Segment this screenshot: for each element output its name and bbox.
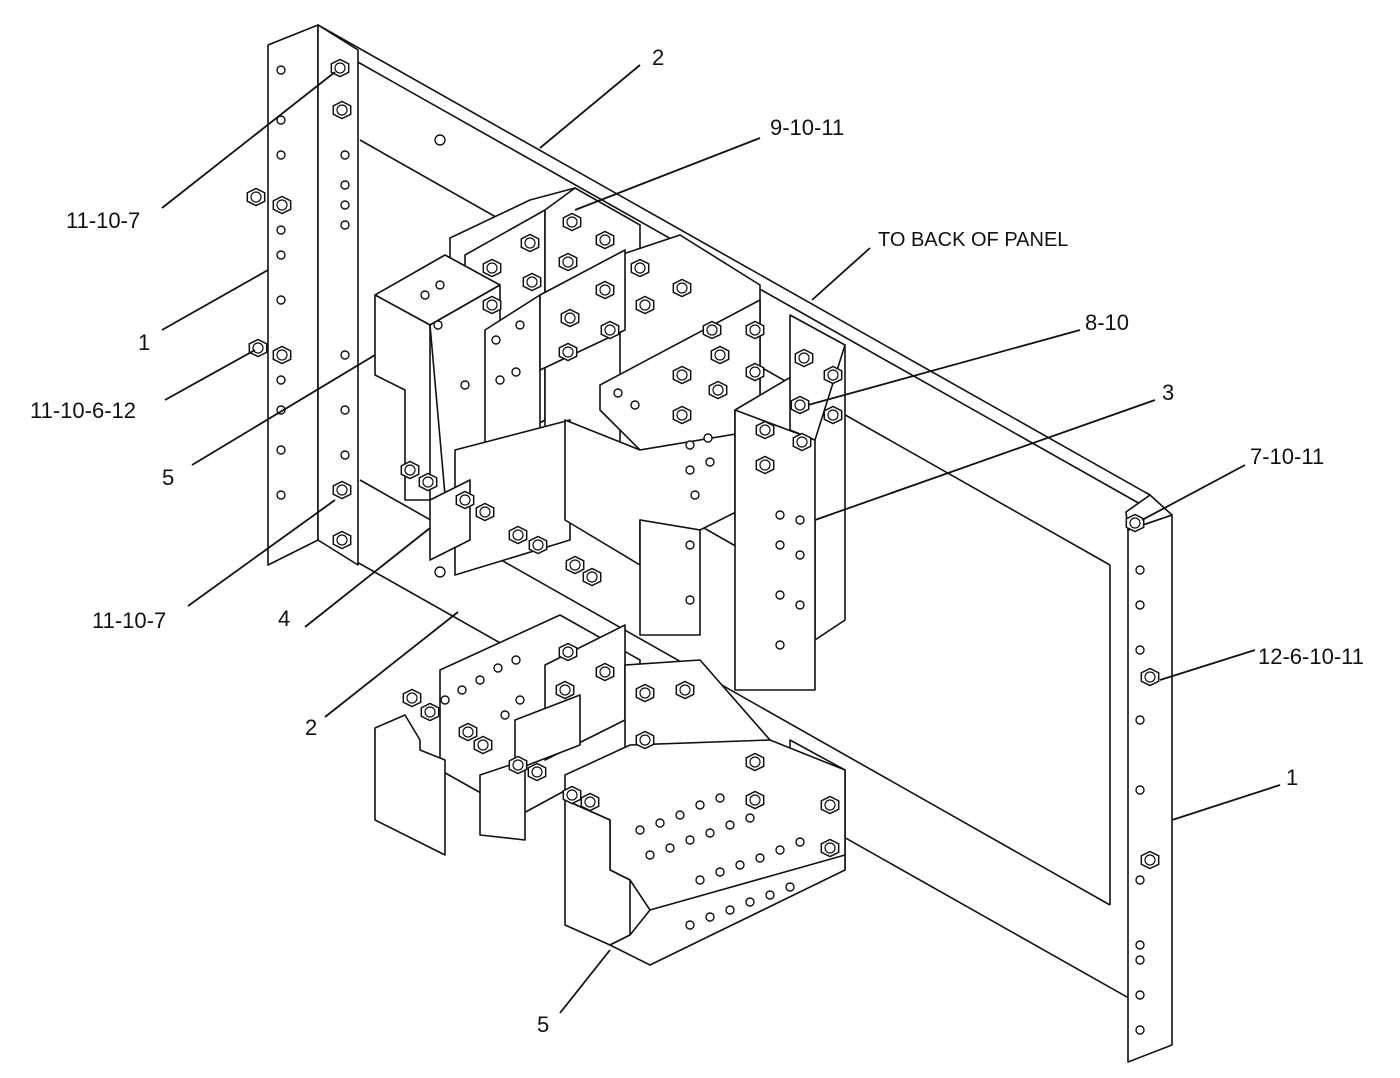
hex-nut-icon bbox=[672, 405, 692, 425]
hex-nut-icon bbox=[635, 730, 655, 750]
hex-nut-icon bbox=[562, 212, 582, 232]
hex-nut-icon bbox=[595, 662, 615, 682]
hex-nut-icon bbox=[710, 345, 730, 365]
callout-item-4: 4 bbox=[278, 606, 290, 631]
callout-12-6-10-11: 12-6-10-11 bbox=[1258, 644, 1364, 669]
lower-bus-assembly bbox=[374, 614, 846, 966]
hex-nut-icon bbox=[630, 258, 650, 278]
hex-nut-icon bbox=[418, 472, 438, 492]
hex-nut-icon bbox=[675, 680, 695, 700]
hex-nut-icon bbox=[458, 722, 478, 742]
callout-item-5-upper: 5 bbox=[162, 465, 174, 490]
hex-nut-icon bbox=[246, 187, 266, 207]
hex-nut-icon bbox=[580, 792, 600, 812]
hex-nut-icon bbox=[555, 680, 575, 700]
hex-nut-icon bbox=[272, 195, 292, 215]
leader-lines bbox=[161, 64, 1281, 1014]
hex-nut-icon bbox=[745, 752, 765, 772]
hex-nut-icon bbox=[595, 230, 615, 250]
callout-item-5-lower: 5 bbox=[537, 1012, 549, 1037]
hex-nut-icon bbox=[794, 348, 814, 368]
hex-nut-icon bbox=[755, 420, 775, 440]
hex-nut-icon bbox=[332, 480, 352, 500]
hex-nut-icon bbox=[745, 362, 765, 382]
hex-nut-icon bbox=[402, 688, 422, 708]
hex-nut-icon bbox=[1125, 513, 1145, 533]
hex-nut-icon bbox=[420, 702, 440, 722]
hex-nut-icon bbox=[560, 308, 580, 328]
hex-nut-icon bbox=[823, 405, 843, 425]
hex-nut-icon bbox=[330, 58, 350, 78]
hex-nut-icon bbox=[1140, 850, 1160, 870]
callout-item-2-bottom: 2 bbox=[305, 715, 317, 740]
hex-nut-icon bbox=[820, 795, 840, 815]
hex-nut-icon bbox=[565, 555, 585, 575]
callout-item-1-left: 1 bbox=[138, 330, 150, 355]
hex-nut-icon bbox=[562, 785, 582, 805]
hex-nut-icon bbox=[473, 735, 493, 755]
callout-9-10-11: 9-10-11 bbox=[770, 115, 844, 140]
hex-nut-icon bbox=[792, 432, 812, 452]
hex-nut-icon bbox=[558, 642, 578, 662]
hex-nut-icon bbox=[455, 490, 475, 510]
hex-nut-icon bbox=[672, 278, 692, 298]
hex-nut-icon bbox=[755, 455, 775, 475]
hex-nut-icon bbox=[527, 762, 547, 782]
hex-nut-icon bbox=[790, 395, 810, 415]
hex-nut-icon bbox=[482, 258, 502, 278]
hex-nut-icon bbox=[745, 790, 765, 810]
left-support-bar bbox=[267, 24, 359, 566]
hex-nut-icon bbox=[508, 755, 528, 775]
hex-nut-icon bbox=[482, 295, 502, 315]
hex-nut-icon bbox=[600, 320, 620, 340]
hex-nut-icon bbox=[520, 233, 540, 253]
hex-nut-icon bbox=[745, 320, 765, 340]
fasteners-group bbox=[246, 58, 1160, 870]
callout-11-10-7-bottom: 11-10-7 bbox=[92, 608, 166, 633]
callout-to-back-of-panel: TO BACK OF PANEL bbox=[878, 229, 1068, 251]
hex-nut-icon bbox=[528, 535, 548, 555]
upper-bus-assembly bbox=[374, 187, 846, 691]
hex-nut-icon bbox=[558, 252, 578, 272]
hex-nut-icon bbox=[582, 567, 602, 587]
callout-11-10-7-top: 11-10-7 bbox=[66, 208, 140, 233]
callout-item-2-top: 2 bbox=[652, 45, 664, 70]
callout-labels: 11-10-7 1 11-10-6-12 5 11-10-7 4 2 5 2 9… bbox=[30, 45, 1364, 1037]
hex-nut-icon bbox=[823, 365, 843, 385]
hex-nut-icon bbox=[558, 342, 578, 362]
hex-nut-icon bbox=[272, 345, 292, 365]
hex-nut-icon bbox=[522, 272, 542, 292]
hex-nut-icon bbox=[708, 380, 728, 400]
callout-item-1-right: 1 bbox=[1286, 765, 1298, 790]
hex-nut-icon bbox=[508, 525, 528, 545]
hex-nut-icon bbox=[635, 295, 655, 315]
hex-nut-icon bbox=[332, 530, 352, 550]
hex-nut-icon bbox=[1140, 667, 1160, 687]
hex-nut-icon bbox=[400, 460, 420, 480]
hex-nut-icon bbox=[702, 320, 722, 340]
hex-nut-icon bbox=[672, 365, 692, 385]
callout-item-3: 3 bbox=[1162, 380, 1174, 405]
hex-nut-icon bbox=[248, 338, 268, 358]
callout-11-10-6-12: 11-10-6-12 bbox=[30, 398, 136, 423]
callout-7-10-11: 7-10-11 bbox=[1250, 444, 1324, 469]
hex-nut-icon bbox=[475, 502, 495, 522]
hex-nut-icon bbox=[635, 683, 655, 703]
hex-nut-icon bbox=[820, 838, 840, 858]
hex-nut-icon bbox=[595, 280, 615, 300]
hex-nut-icon bbox=[332, 100, 352, 120]
callout-8-10: 8-10 bbox=[1085, 310, 1129, 335]
right-support-bar bbox=[1125, 494, 1173, 1063]
